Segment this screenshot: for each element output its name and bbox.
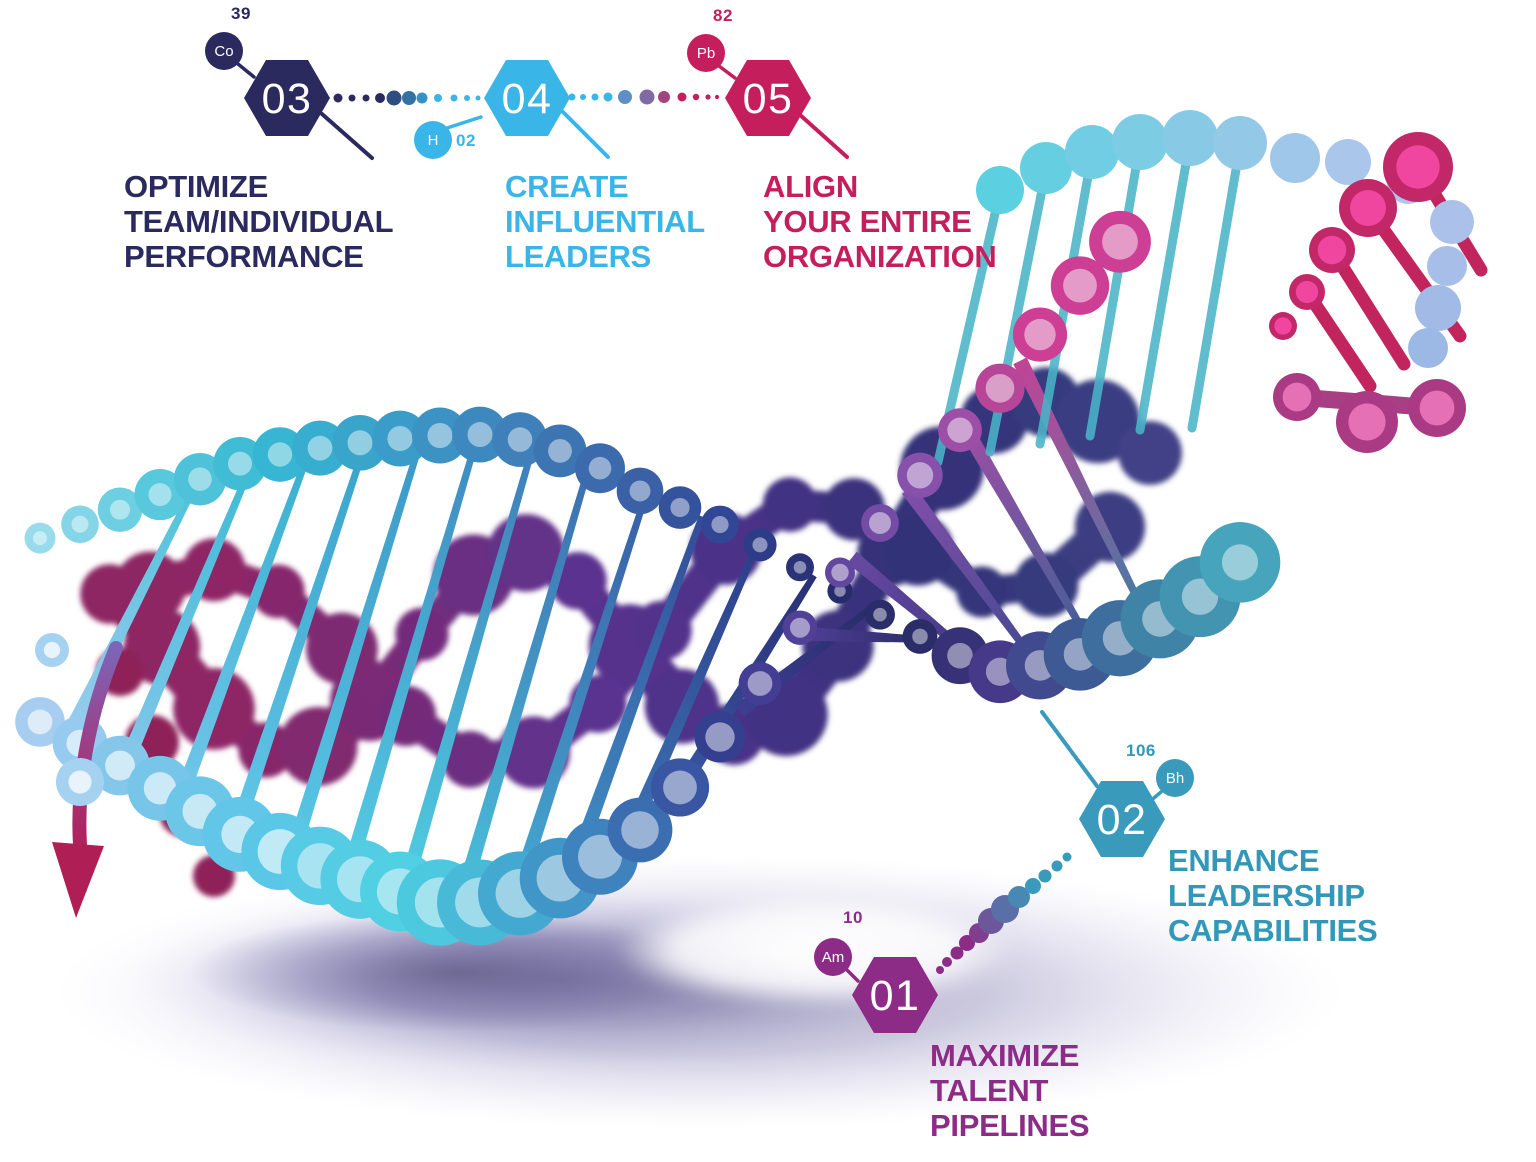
hexagon-icon	[852, 957, 938, 1033]
label-line: TEAM/INDIVIDUAL	[124, 204, 394, 239]
element-badge-am: Am	[814, 938, 852, 976]
label-line: MAXIMIZE	[930, 1038, 1080, 1073]
strand-end-arrow	[35, 633, 123, 918]
label-line: PIPELINES	[930, 1108, 1090, 1143]
element-circle-icon	[414, 121, 452, 159]
hexagon-icon	[244, 60, 330, 136]
dna-end-cluster	[976, 110, 1488, 453]
label-line: CREATE	[505, 169, 629, 204]
element-mass-number: 39	[231, 4, 251, 23]
hexagon-icon	[484, 60, 570, 136]
label-line: PERFORMANCE	[124, 239, 364, 274]
step-01-number: 01	[870, 972, 921, 1020]
dna-strand-f	[15, 210, 1151, 946]
step-03-hexagon-badge: 03	[244, 60, 330, 136]
step-05-number: 05	[743, 75, 794, 123]
dotted-connector-01-02	[936, 852, 1072, 974]
element-symbol: H	[428, 132, 439, 149]
label-line: CAPABILITIES	[1168, 913, 1378, 948]
label-line: ORGANIZATION	[763, 239, 997, 274]
label-line: TALENT	[930, 1073, 1049, 1108]
hexagon-icon	[1079, 781, 1165, 857]
step-01-hexagon-badge: 01	[852, 957, 938, 1033]
element-symbol: Co	[214, 43, 233, 60]
step-05-label: ALIGN YOUR ENTIRE ORGANIZATION	[763, 169, 997, 274]
element-mass-number: 82	[713, 6, 733, 25]
element-mass-number: 106	[1126, 741, 1156, 760]
label-line: ALIGN	[763, 169, 858, 204]
element-badge-pb: Pb	[687, 34, 725, 72]
step-05-hexagon-badge: 05	[725, 60, 811, 136]
element-circle-icon	[814, 938, 852, 976]
step-03-number: 03	[262, 75, 313, 123]
connector-lines	[236, 62, 1163, 983]
element-circle-icon	[205, 32, 243, 70]
element-badge-h: H	[414, 121, 452, 159]
step-04-hexagon-badge: 04	[484, 60, 570, 136]
element-symbol: Am	[822, 949, 845, 966]
hexagon-icon	[725, 60, 811, 136]
label-line: LEADERS	[505, 239, 652, 274]
element-mass-number: 10	[843, 908, 863, 927]
element-badge-bh: Bh	[1156, 759, 1194, 797]
step-01-label: MAXIMIZE TALENT PIPELINES	[930, 1038, 1090, 1143]
label-line: LEADERSHIP	[1168, 878, 1365, 913]
step-04-label: CREATE INFLUENTIAL LEADERS	[505, 169, 705, 274]
element-badge-co: Co	[205, 32, 243, 70]
label-line: OPTIMIZE	[124, 169, 268, 204]
dotted-connector-04-05	[568, 89, 720, 105]
step-02-label: ENHANCE LEADERSHIP CAPABILITIES	[1168, 843, 1378, 948]
step-03-label: OPTIMIZE TEAM/INDIVIDUAL PERFORMANCE	[124, 169, 394, 274]
element-symbol: Pb	[697, 45, 715, 62]
label-line: ENHANCE	[1168, 843, 1320, 878]
dotted-connector-03-04	[333, 90, 481, 106]
step-02-hexagon-badge: 02	[1079, 781, 1165, 857]
element-circle-icon	[1156, 759, 1194, 797]
step-04-number: 04	[502, 75, 553, 123]
label-line: INFLUENTIAL	[505, 204, 705, 239]
element-circle-icon	[687, 34, 725, 72]
label-line: YOUR ENTIRE	[763, 204, 972, 239]
element-mass-number: 02	[456, 131, 476, 150]
element-symbol: Bh	[1166, 770, 1184, 787]
dna-strand-b	[24, 406, 1281, 704]
step-02-number: 02	[1097, 796, 1148, 844]
